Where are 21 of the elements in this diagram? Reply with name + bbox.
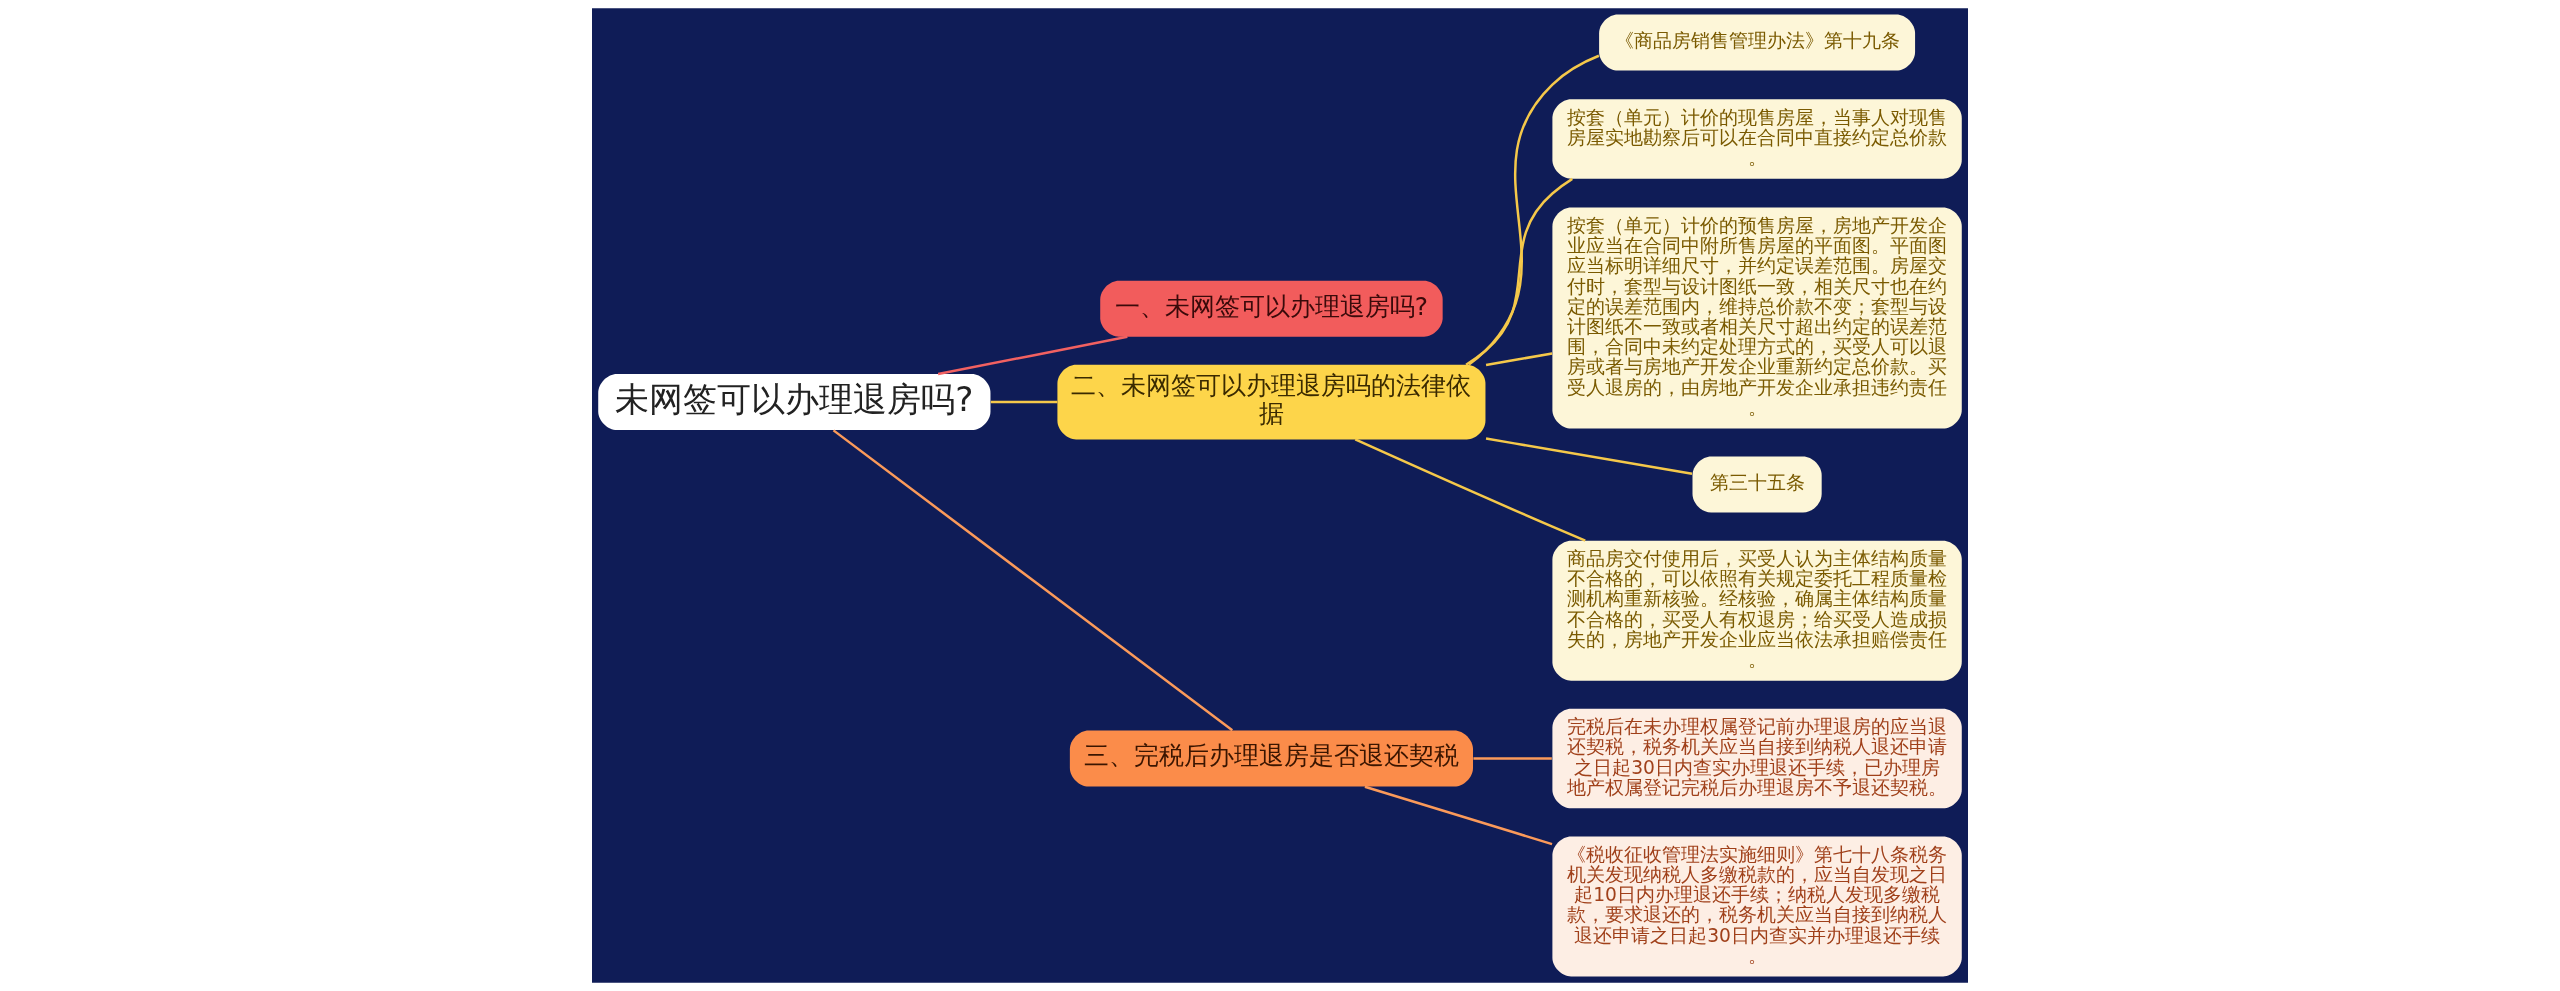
- node-box: 第三十五条: [1692, 456, 1822, 513]
- connector: [1354, 438, 1586, 542]
- connector: [990, 400, 1058, 404]
- connector: [1364, 785, 1553, 846]
- connector: [1485, 352, 1553, 367]
- node-box: 完税后在未办理权属登记前办理退房的应当退还契税，税务机关应当自接到纳税人退还申请之日起30日内查实办理退还手续，已办理房地产权属登记完税后办理退房不予退还契税。: [1552, 708, 1962, 809]
- connector: [1468, 54, 1600, 366]
- node-box: 按套（单元）计价的现售房屋，当事人对现售房屋实地勘察后可以在合同中直接约定总价款。: [1552, 99, 1962, 179]
- connector: [1473, 757, 1552, 760]
- node-box: 三、完税后办理退房是否退还契税: [1069, 730, 1473, 787]
- node-box: 按套（单元）计价的预售房屋，房地产开发企业应当在合同中附所售房屋的平面图。平面图应当标明详细尺寸，并约定误差范围。房屋交付时，套型与设计图纸一致，相关尺寸也在约定的误差范围内，维持总价款不变；套型与设计图纸不一致或者相关尺寸超出约定的误差范围，合同中未约定处理方式的，买受人可以退房或者与房地产开发企业重新约定总价款。买受人退房的，由房地产开发企业承担违约责任。: [1552, 207, 1962, 429]
- connector: [1465, 177, 1573, 366]
- connector: [832, 429, 1234, 732]
- connector: [937, 335, 1128, 376]
- node-box: 二、未网签可以办理退房吗的法律依据: [1057, 364, 1486, 440]
- connector: [1485, 437, 1693, 475]
- node-box: 未网签可以办理退房吗?: [598, 374, 991, 431]
- node-box: 一、未网签可以办理退房吗?: [1100, 280, 1443, 337]
- node-box: 《税收征收管理法实施细则》第七十八条税务机关发现纳税人多缴税款的，应当自发现之日起10日内办理退还手续；纳税人发现多缴税款，要求退还的，税务机关应当自接到纳税人退还申请之日起30日内查实并办理退还手续。: [1552, 836, 1962, 977]
- node-box: 《商品房销售管理办法》第十九条: [1599, 14, 1916, 71]
- node-box: 商品房交付使用后，买受人认为主体结构质量不合格的，可以依照有关规定委托工程质量检测机构重新核验。经核验，确属主体结构质量不合格的，买受人有权退房；给买受人造成损失的，房地产开发企业应当依法承担赔偿责任。: [1552, 540, 1962, 681]
